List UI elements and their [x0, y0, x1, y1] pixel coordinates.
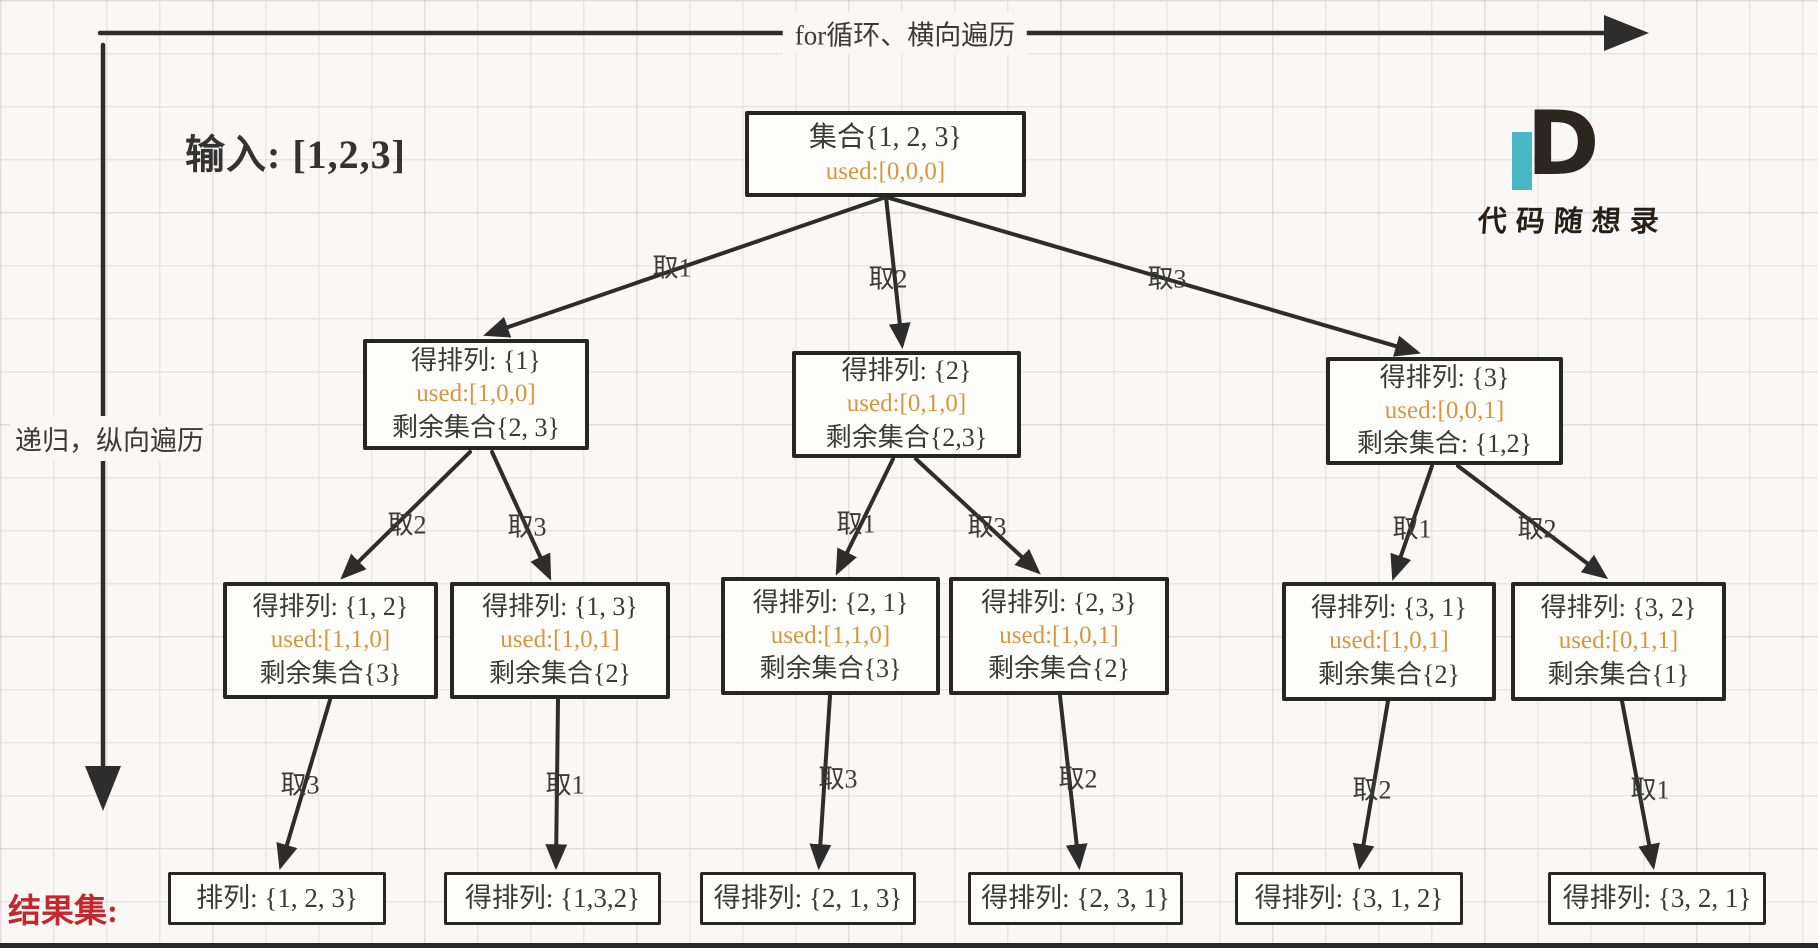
edge-label: 取1 [545, 770, 585, 800]
node-used-text: used:[1,0,0] [416, 380, 536, 408]
node-perm-text: 得排列: {1} [411, 346, 541, 376]
leaf-node-231: 得排列: {2, 3, 1} [968, 872, 1183, 925]
tree-node-perm-31: 得排列: {3, 1} used:[1,0,1] 剩余集合{2} [1282, 582, 1496, 701]
horizontal-axis-label: for循环、横向遍历 [782, 11, 1028, 55]
edge-label: 取2 [387, 510, 427, 540]
edge-root-to-2 [884, 195, 911, 350]
node-rest-text: 剩余集合: {1,2} [1356, 429, 1533, 459]
node-rest-text: 剩余集合{2} [988, 654, 1130, 684]
node-perm-text: 得排列: {3} [1379, 362, 1510, 392]
edge-3-to-32 [1456, 464, 1609, 580]
edge-root-to-3 [884, 195, 1421, 357]
edge-label: 取1 [1630, 775, 1670, 805]
leaf-node-213: 得排列: {2, 1, 3} [700, 872, 916, 925]
logo: D 代码随想录 [1476, 100, 1669, 240]
tree-node-perm-32: 得排列: {3, 2} used:[0,1,1] 剩余集合{1} [1511, 582, 1726, 701]
node-rest-text: 剩余集合{2} [1318, 659, 1460, 689]
result-set-label: 结果集: [8, 894, 118, 930]
node-perm-text: 得排列: {2, 3} [981, 587, 1137, 617]
edge-label: 取3 [967, 512, 1007, 542]
node-used-text: used:[1,1,0] [270, 626, 391, 654]
node-used-text: used:[0,1,1] [1558, 627, 1679, 655]
node-rest-text: 剩余集合{1} [1547, 659, 1690, 689]
edge-label: 取3 [507, 512, 547, 542]
node-rest-text: 剩余集合{2,3} [825, 422, 988, 452]
node-rest-text: 剩余集合{3} [759, 654, 902, 684]
edge-label: 取2 [1058, 764, 1098, 794]
edge-1-to-12 [340, 450, 472, 580]
edge-label: 取1 [1392, 514, 1432, 544]
leaf-node-321: 得排列: {3, 2, 1} [1548, 872, 1766, 925]
node-used-text: used:[1,0,1] [1329, 627, 1449, 655]
edge-3-to-31 [1390, 464, 1434, 581]
tree-node-perm-12: 得排列: {1, 2} used:[1,1,0] 剩余集合{3} [223, 582, 438, 699]
logo-text: 代码随想录 [1476, 206, 1669, 238]
tree-node-perm-1: 得排列: {1} used:[1,0,0] 剩余集合{2, 3} [363, 339, 589, 450]
input-label: 输入: [1,2,3] [185, 132, 406, 177]
tree-node-perm-21: 得排列: {2, 1} used:[1,1,0] 剩余集合{3} [721, 577, 940, 695]
leaf-text: 得排列: {3, 2, 1} [1562, 882, 1752, 913]
node-perm-text: 得排列: {1, 2} [252, 592, 409, 622]
node-perm-text: 得排列: {3, 2} [1540, 593, 1697, 623]
edge-23-to-231 [1058, 694, 1088, 871]
edge-label: 取3 [818, 764, 858, 794]
edge-32-to-321 [1620, 699, 1660, 871]
node-rest-text: 剩余集合{2, 3} [392, 412, 560, 442]
node-perm-text: 得排列: {2} [841, 356, 972, 386]
node-used-text: used:[0,0,0] [825, 157, 946, 185]
edge-1-to-13 [490, 450, 552, 581]
edge-label-take3: 取3 [1147, 264, 1187, 294]
tree-node-perm-2: 得排列: {2} used:[0,1,0] 剩余集合{2,3} [792, 351, 1021, 458]
leaf-text: 排列: {1, 2, 3} [196, 882, 358, 913]
tree-node-perm-13: 得排列: {1, 3} used:[1,0,1] 剩余集合{2} [450, 582, 670, 699]
leaf-text: 得排列: {3, 1, 2} [1254, 882, 1444, 913]
tree-node-perm-3: 得排列: {3} used:[0,0,1] 剩余集合: {1,2} [1326, 357, 1563, 465]
node-perm-text: 得排列: {2, 1} [752, 587, 909, 617]
node-used-text: used:[1,1,0] [770, 621, 891, 649]
edge-13-to-132 [545, 698, 568, 871]
edge-label-take2: 取2 [868, 264, 908, 294]
edge-31-to-312 [1352, 699, 1390, 871]
edge-label: 取2 [1517, 514, 1557, 544]
vertical-axis-label: 递归，纵向遍历 [10, 416, 209, 461]
node-perm-text: 得排列: {1, 3} [482, 592, 638, 622]
node-rest-text: 剩余集合{2} [489, 658, 631, 688]
leaf-node-312: 得排列: {3, 1, 2} [1235, 872, 1463, 925]
node-set-text: 集合{1, 2, 3} [809, 121, 962, 153]
node-used-text: used:[1,0,1] [500, 626, 620, 654]
node-used-text: used:[1,0,1] [999, 621, 1119, 649]
node-used-text: used:[0,1,0] [846, 390, 967, 418]
leaf-text: 得排列: {2, 3, 1} [981, 882, 1170, 913]
node-perm-text: 得排列: {3, 1} [1311, 593, 1467, 623]
edge-2-to-21 [835, 457, 895, 576]
leaf-node-123: 排列: {1, 2, 3} [168, 872, 386, 925]
edge-label: 取1 [836, 509, 876, 539]
leaf-node-132: 得排列: {1,3,2} [444, 872, 661, 925]
logo-teal-bar [1512, 132, 1532, 190]
tree-node-perm-23: 得排列: {2, 3} used:[1,0,1] 剩余集合{2} [949, 577, 1169, 695]
edge-root-to-1 [483, 195, 888, 338]
edge-12-to-123 [276, 698, 332, 870]
node-used-text: used:[0,0,1] [1384, 396, 1505, 424]
edge-21-to-213 [809, 694, 832, 871]
edge-label: 取3 [280, 770, 320, 800]
leaf-text: 得排列: {1,3,2} [464, 882, 641, 913]
tree-node-root: 集合{1, 2, 3} used:[0,0,0] [745, 111, 1026, 197]
edge-label: 取2 [1352, 775, 1392, 805]
leaf-text: 得排列: {2, 1, 3} [713, 882, 903, 913]
edge-2-to-23 [914, 457, 1041, 575]
logo-d-icon: D [1478, 100, 1648, 196]
edge-label-take1: 取1 [652, 253, 692, 283]
node-rest-text: 剩余集合{3} [259, 658, 402, 688]
bottom-border-line [0, 943, 1818, 948]
